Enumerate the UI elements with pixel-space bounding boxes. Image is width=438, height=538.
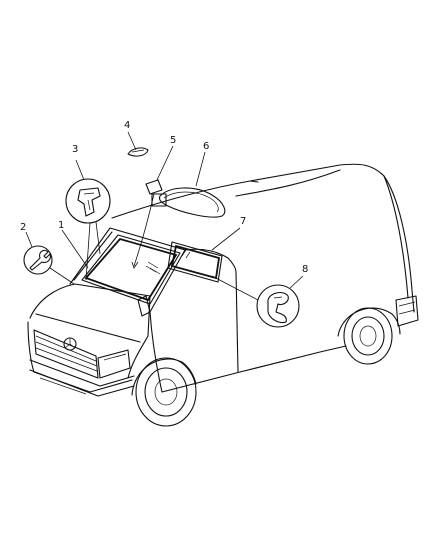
leader-5 [156, 145, 174, 181]
van-body [27, 163, 419, 427]
leader-3 [75, 159, 85, 181]
callout-label-8: 8 [302, 264, 308, 275]
callout-label-4: 4 [124, 120, 130, 131]
leader-4 [127, 131, 137, 151]
callout-label-3: 3 [72, 144, 78, 155]
seal-glass-icon [267, 291, 289, 324]
callout-2-icon-group [23, 245, 75, 285]
callout-3-icon-group [65, 178, 111, 281]
leader-1 [61, 229, 89, 269]
leader-6 [195, 151, 206, 187]
leader-2 [25, 231, 33, 248]
leader-lines [25, 131, 304, 289]
callout-label-7: 7 [240, 216, 246, 227]
leader-7 [211, 227, 241, 251]
rain-sensor [131, 179, 163, 269]
rearview-mirror [151, 187, 226, 218]
wrench-icon [29, 249, 51, 271]
callout-label-1: 1 [58, 220, 64, 231]
mirror-pad [127, 147, 149, 157]
callout-label-2: 2 [20, 222, 26, 233]
windshield [81, 234, 181, 305]
windshield-adhesive-icon [77, 187, 101, 217]
callout-8-icon-group [211, 275, 300, 328]
leader-8 [289, 275, 304, 289]
callout-labels: 1 2 3 4 5 6 7 8 [20, 120, 308, 275]
callout-label-6: 6 [203, 141, 209, 152]
callout-label-5: 5 [170, 135, 176, 146]
